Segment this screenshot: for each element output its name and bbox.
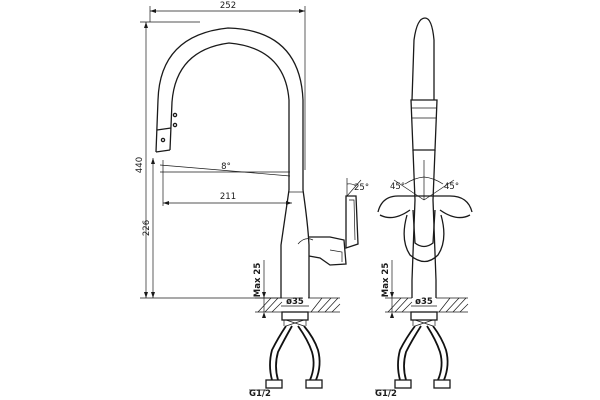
rotation-left-line bbox=[393, 179, 425, 201]
dim-text-d35-left: ø35 bbox=[286, 297, 304, 307]
front-spray-head bbox=[410, 99, 438, 151]
front-hose-left-inner bbox=[403, 325, 422, 381]
lever-inner bbox=[329, 249, 343, 262]
rotation-right-line bbox=[423, 179, 455, 201]
countertop-left bbox=[255, 297, 341, 313]
dim-text-max25-left: Max 25 bbox=[253, 263, 263, 298]
arrow-head bbox=[390, 292, 394, 298]
spout-inner bbox=[169, 42, 290, 190]
front-fitting-right bbox=[433, 379, 451, 389]
dim-text-45-right: 45° bbox=[444, 182, 459, 192]
lever-housing bbox=[308, 236, 347, 266]
arrow-head bbox=[144, 22, 148, 28]
front-handle-lever bbox=[412, 209, 436, 248]
angle-arc-25 bbox=[346, 183, 357, 187]
front-fitting-left bbox=[394, 379, 412, 389]
arrow-head bbox=[390, 312, 394, 318]
arrow-head bbox=[163, 201, 169, 205]
dim-text-g12-left: G1/2 bbox=[249, 389, 271, 399]
shank-nut bbox=[281, 311, 309, 321]
angle-line-25 bbox=[346, 179, 362, 197]
dim-text-g12-right: G1/2 bbox=[375, 389, 397, 399]
hose-fitting-right bbox=[305, 379, 323, 389]
dim-text-211: 211 bbox=[220, 192, 236, 202]
dim-text-8deg: 8° bbox=[221, 162, 231, 172]
arrow-head bbox=[151, 158, 155, 164]
front-hose-right-inner bbox=[426, 325, 443, 381]
rotation-arc-right bbox=[423, 176, 444, 185]
dim-text-226: 226 bbox=[142, 220, 152, 236]
spray-button bbox=[160, 137, 166, 143]
front-body-right bbox=[432, 149, 437, 298]
lever-joint bbox=[297, 238, 314, 245]
front-hose-right-outer bbox=[432, 325, 449, 381]
arrow-head bbox=[151, 292, 155, 298]
front-hose-left-outer bbox=[397, 325, 416, 381]
arrow-head bbox=[262, 292, 266, 298]
arrow-head bbox=[299, 9, 305, 13]
spray-head-bottom bbox=[155, 149, 171, 153]
front-view: 45° 45° Max 25 ø35 G1/2 bbox=[375, 17, 473, 399]
angle-line-8 bbox=[159, 164, 291, 177]
hose-right-inner bbox=[297, 325, 315, 381]
body-left bbox=[280, 189, 290, 298]
dim-text-max25-right: Max 25 bbox=[381, 263, 391, 298]
side-view: 252 440 226 8° 211 bbox=[135, 1, 369, 399]
spout-outer bbox=[155, 27, 304, 190]
hose-fitting-left bbox=[265, 379, 283, 389]
spray-head-seam bbox=[156, 127, 172, 131]
dim-text-252: 252 bbox=[220, 1, 236, 11]
front-body-left bbox=[411, 149, 416, 298]
spray-button bbox=[172, 122, 178, 128]
dim-text-45-left: 45° bbox=[390, 182, 405, 192]
rotation-right-wing bbox=[439, 209, 471, 219]
countertop-right bbox=[385, 297, 469, 313]
front-shank-thread bbox=[412, 319, 436, 327]
spray-button bbox=[172, 112, 178, 118]
rotation-left-wing bbox=[379, 209, 411, 219]
hose-left-inner bbox=[275, 325, 293, 381]
shank-thread bbox=[283, 319, 307, 327]
rotation-arc-left bbox=[404, 176, 425, 185]
arrow-head bbox=[262, 312, 266, 318]
front-spout-top bbox=[411, 17, 435, 101]
hose-right-outer bbox=[303, 325, 321, 381]
rotation-arc bbox=[377, 195, 473, 213]
dim-text-440: 440 bbox=[135, 157, 145, 173]
arrow-head bbox=[144, 292, 148, 298]
arrow-head bbox=[150, 9, 156, 13]
hose-left-outer bbox=[269, 325, 287, 381]
front-shank-nut bbox=[410, 311, 438, 321]
front-handle-body bbox=[403, 214, 445, 263]
dim-text-25deg: 25° bbox=[354, 183, 369, 193]
body-right bbox=[302, 189, 310, 298]
dim-text-d35-right: ø35 bbox=[415, 297, 433, 307]
handle-lever bbox=[345, 195, 359, 249]
handle-inner bbox=[349, 199, 356, 241]
